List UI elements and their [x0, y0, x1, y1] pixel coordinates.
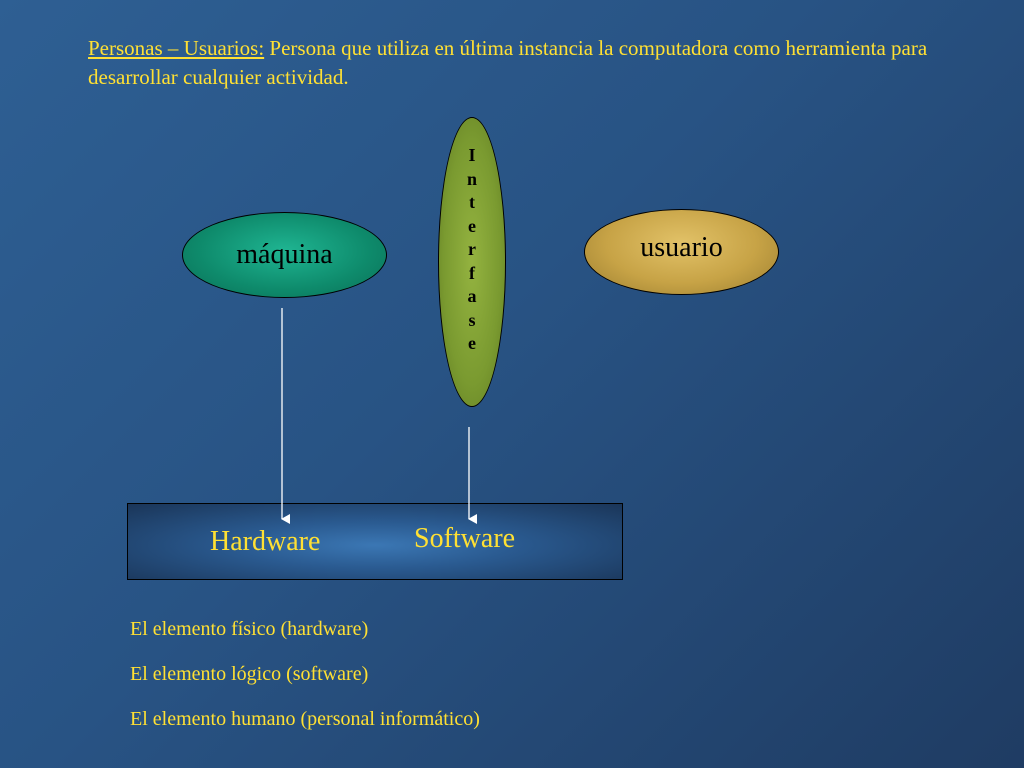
interface-letter: e: [468, 333, 476, 353]
user-label: usuario: [640, 232, 723, 263]
interface-letter: I: [468, 145, 476, 165]
list-item: El elemento humano (personal informático…: [130, 708, 480, 730]
interface-ellipse: I n t e r f a s e: [438, 117, 506, 407]
hardware-label: Hardware: [210, 526, 321, 557]
elements-list: El elemento físico (hardware) El element…: [130, 615, 480, 750]
intro-term: Personas – Usuarios:: [88, 36, 265, 60]
user-ellipse: usuario: [584, 209, 779, 295]
machine-ellipse: máquina: [182, 212, 387, 298]
interface-letter: a: [467, 286, 477, 306]
interface-letter: t: [469, 192, 475, 212]
interface-letter: n: [466, 168, 477, 189]
list-item: El elemento lógico (software): [130, 663, 369, 685]
intro-paragraph: Personas – Usuarios: Persona que utiliza…: [88, 34, 968, 92]
intro-definition: Persona que utiliza en última instancia …: [88, 36, 928, 89]
interface-letter: r: [468, 239, 476, 259]
machine-label: máquina: [236, 239, 333, 270]
hardware-software-box: Hardware Software: [127, 503, 623, 580]
interface-letter: s: [468, 309, 476, 330]
interface-letter: e: [468, 215, 476, 236]
interface-letter: f: [469, 262, 475, 283]
software-label: Software: [414, 523, 516, 554]
list-item: El elemento físico (hardware): [130, 618, 369, 640]
